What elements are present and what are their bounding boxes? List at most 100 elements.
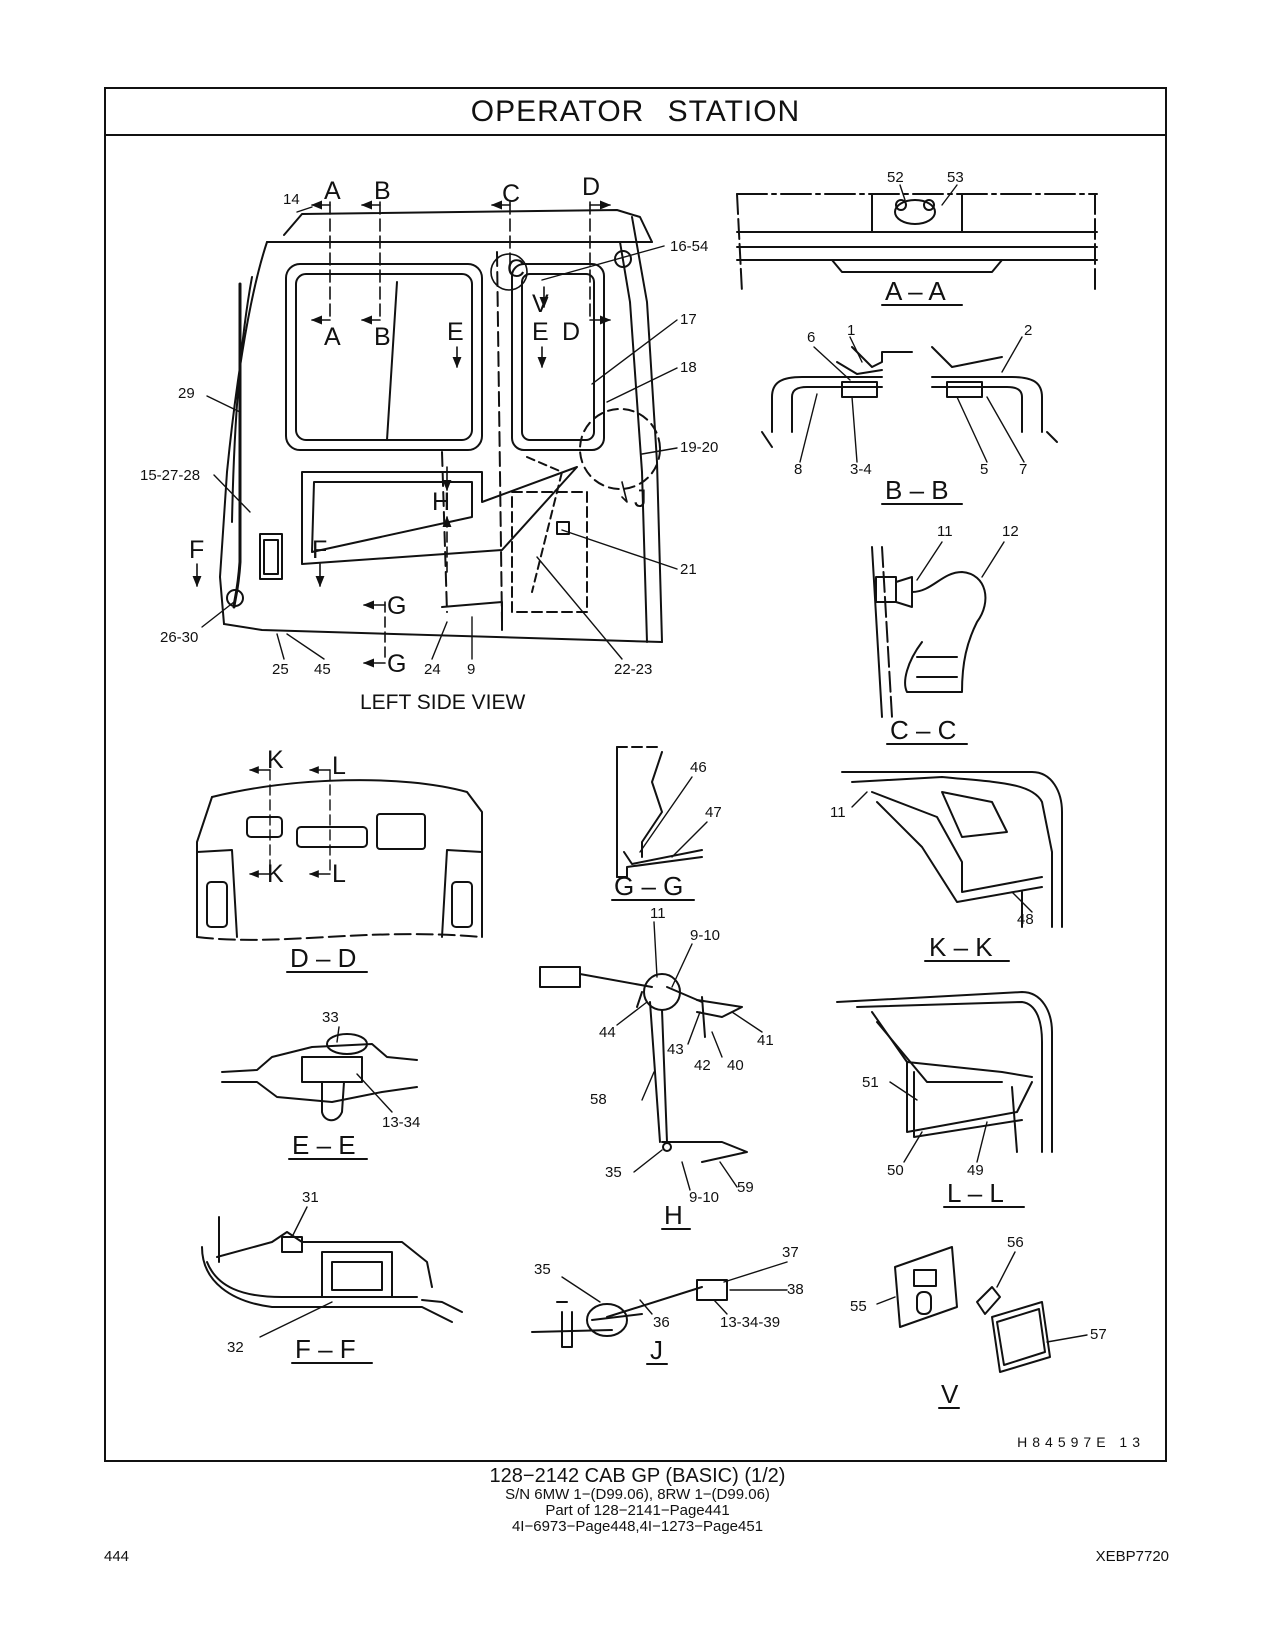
section-letter: L	[332, 860, 346, 888]
callout: 3-4	[850, 461, 872, 478]
section-letter: G	[387, 592, 406, 620]
section-cc	[871, 541, 1005, 718]
callout: 16-54	[670, 238, 708, 255]
callout: 11	[650, 905, 666, 922]
section-letter: C	[507, 255, 525, 283]
section-letter: H	[432, 488, 450, 516]
callout: 52	[887, 169, 904, 186]
callout: 22-23	[614, 661, 652, 678]
section-letter: G	[387, 650, 406, 678]
page-title: OPERATOR STATION	[106, 89, 1165, 136]
callout: 40	[727, 1057, 744, 1074]
callout: 55	[850, 1298, 867, 1315]
section-cut-lines	[192, 200, 628, 668]
callout: 9	[467, 661, 475, 678]
section-ff	[201, 1206, 463, 1338]
callout: 50	[887, 1162, 904, 1179]
main-view-leaders	[201, 206, 678, 660]
section-caption: H	[664, 1200, 683, 1230]
section-letter: D	[582, 173, 600, 201]
callout: 26-30	[160, 629, 198, 646]
section-bb	[761, 336, 1058, 463]
section-caption: V	[941, 1379, 959, 1409]
view-caption: LEFT SIDE VIEW	[360, 691, 525, 714]
callout: 21	[680, 561, 697, 578]
section-v	[876, 1246, 1088, 1373]
section-j	[531, 1261, 788, 1348]
callout: 56	[1007, 1234, 1024, 1251]
section-caption: K – K	[929, 932, 993, 962]
callout: 7	[1019, 461, 1027, 478]
callout: 2	[1024, 322, 1032, 339]
section-letter: B	[374, 177, 391, 205]
callout: 37	[782, 1244, 799, 1261]
callout: 29	[178, 385, 195, 402]
section-aa	[736, 184, 1098, 293]
callout: 24	[424, 661, 441, 678]
callout: 46	[690, 759, 707, 776]
caption-serial: S/N 6MW 1−(D99.06), 8RW 1−(D99.06)	[505, 1486, 770, 1503]
section-ll	[836, 991, 1053, 1163]
section-caption: E – E	[292, 1130, 356, 1160]
section-ee	[221, 1026, 418, 1122]
section-caption: F – F	[295, 1334, 356, 1364]
caption-part-of: Part of 128−2141−Page441	[545, 1502, 730, 1519]
callout: 1	[847, 322, 855, 339]
illustration-code: H84597E 13	[1017, 1434, 1145, 1450]
section-letter: J	[634, 485, 647, 513]
callout: 13-34	[382, 1114, 420, 1131]
callout: 41	[757, 1032, 774, 1049]
section-letter: K	[267, 746, 284, 774]
callout: 51	[862, 1074, 879, 1091]
section-caption: D – D	[290, 943, 356, 973]
callout: 42	[694, 1057, 711, 1074]
section-caption: C – C	[890, 715, 956, 745]
callout: 57	[1090, 1326, 1107, 1343]
section-letter: C	[502, 180, 520, 208]
callout: 9-10	[690, 927, 720, 944]
callout: 36	[653, 1314, 670, 1331]
main-view-labels: A B C D A B E E D C V H J F F G G 14 16-…	[140, 173, 718, 714]
section-letter: D	[562, 318, 580, 346]
left-side-view	[219, 209, 663, 643]
page-number: 444	[104, 1548, 130, 1565]
callout: 47	[705, 804, 722, 821]
callout: 8	[794, 461, 802, 478]
callout: 5	[980, 461, 988, 478]
callout: 45	[314, 661, 331, 678]
callout: 31	[302, 1189, 319, 1206]
callout: 17	[680, 311, 697, 328]
callout: 58	[590, 1091, 607, 1108]
section-caption: G – G	[614, 871, 683, 901]
callout: 48	[1017, 911, 1034, 928]
callout: 43	[667, 1041, 684, 1058]
callout: 12	[1002, 523, 1019, 540]
callout: 35	[534, 1261, 551, 1278]
section-caption: B – B	[885, 475, 949, 505]
section-letter: E	[447, 318, 464, 346]
section-dd	[196, 766, 483, 941]
section-letter: A	[324, 323, 341, 351]
section-gg	[616, 746, 708, 878]
callout: 32	[227, 1339, 244, 1356]
callout: 59	[737, 1179, 754, 1196]
caption-references: 4I−6973−Page448,4I−1273−Page451	[511, 1518, 764, 1535]
section-caption: A – A	[885, 276, 946, 306]
section-letter: E	[532, 318, 549, 346]
section-kk	[841, 771, 1063, 928]
caption-main: 128−2142 CAB GP (BASIC) (1/2)	[489, 1465, 786, 1487]
callout: 6	[807, 329, 815, 346]
section-letter: F	[189, 536, 204, 564]
callout: 33	[322, 1009, 339, 1026]
callout: 18	[680, 359, 697, 376]
callout: 25	[272, 661, 289, 678]
section-letter: A	[324, 177, 341, 205]
callout: 15-27-28	[140, 467, 200, 484]
section-h	[539, 921, 763, 1191]
parts-diagram: A B C D A B E E D C V H J F F G G 14 16-…	[140, 169, 1107, 1409]
callout: 53	[947, 169, 964, 186]
section-letter: K	[267, 860, 284, 888]
callout: 44	[599, 1024, 616, 1041]
section-caption: J	[650, 1335, 663, 1365]
section-letter: L	[332, 752, 346, 780]
